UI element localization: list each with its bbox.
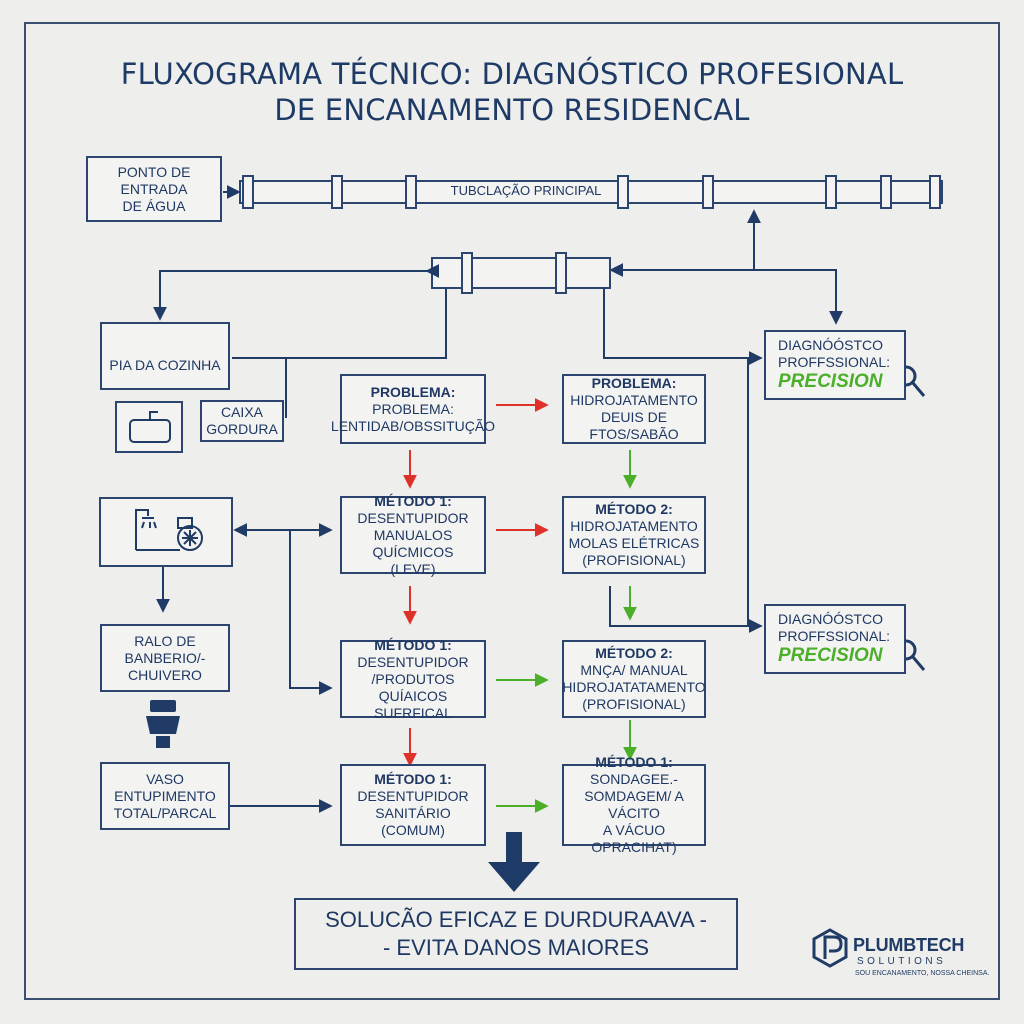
method-r2-line-4: (PROFISIONAL) [582, 696, 686, 712]
page-title: FLUXOGRAMA TÉCNICO: DIAGNÓSTICO PROFESIO… [100, 56, 924, 128]
method-r1-line-4: (PROFISIONAL) [582, 552, 686, 568]
diag1-precision: PRECISION [778, 371, 883, 392]
toilet-line-1: VASO [146, 770, 184, 787]
solution-line-1: SOLUCÃO EFICAZ E DURDURAAVA - [325, 907, 707, 932]
sink-icon [129, 411, 171, 443]
logo-p-icon [812, 928, 848, 968]
method-r3-line-4: A VÁCUO OPRACIHAT) [591, 822, 677, 855]
entry-line-1: PONTO DE [117, 163, 191, 180]
diag2-line-2: PROFFSSIONAL: [778, 628, 891, 644]
problem-box-right: PROBLEMA: HIDROJATAMENTO DEUIS DE FTOS/S… [562, 374, 706, 444]
solution-line-2: - EVITA DANOS MAIORES [382, 935, 650, 960]
problem-right-line-2: HIDROJATAMENTO [570, 392, 698, 408]
method-r2-line-1: MÉTODO 2: [595, 645, 673, 661]
entry-line-2: ENTRADA [120, 180, 188, 197]
drain-line-3: CHUIVERO [128, 666, 202, 683]
method-r2-line-3: HIDROJATATAMENTO [562, 679, 706, 695]
method-l2-line-2: DESENTUPIDOR [357, 653, 469, 670]
toilet-box: VASO ENTUPIMENTO TOTAL/PARCAL [100, 762, 230, 830]
method-l1-line-4: (LEVE) [390, 560, 436, 577]
method-r1-line-2: HIDROJATAMENTO [570, 518, 698, 534]
method-l3-line-4: (COMUM) [381, 822, 445, 838]
main-pipe-label: TUBCLAÇÃO PRINCIPAL [450, 183, 602, 198]
water-entry-box: PONTO DE ENTRADA DE ÁGUA [86, 156, 222, 222]
diag1-line-2: PROFFSSIONAL: [778, 354, 891, 370]
diag1-line-1: DIAGNÓÓSTCO [778, 337, 884, 353]
outer-frame [24, 22, 1000, 1000]
method-l3-line-1: MÉTODO 1: [374, 771, 452, 787]
branch-pipe [431, 252, 611, 294]
method-box-left-2: MÉTODO 1: DESENTUPIDOR /PRODUTOS QUÍAICO… [340, 636, 486, 721]
drain-line-2: BANBERIO/- [124, 649, 206, 666]
kitchen-sink-box: PIA DA COZINHA [100, 322, 230, 390]
green-arrows [496, 450, 637, 813]
method-box-left-3: MÉTODO 1: DESENTUPIDOR SANITÁRIO (COMUM) [340, 764, 486, 846]
method-box-right-1: MÉTODO 2: HIDROJATAMENTO MOLAS ELÉTRICAS… [562, 496, 706, 574]
solution-box: SOLUCÃO EFICAZ E DURDURAAVA - - EVITA DA… [294, 898, 738, 970]
grease-line-1: CAIXA [220, 404, 263, 420]
diag2-precision: PRECISION [778, 645, 883, 666]
branch-lines [153, 209, 843, 813]
method-l2-line-4: SUFRFICAL [374, 704, 452, 721]
method-l1-line-3: MANUALOS QUÍCMICOS [372, 526, 454, 560]
method-r2-line-2: MNÇA/ MANUAL [580, 662, 688, 678]
toilet-line-2: ENTUPIMENTO [114, 787, 216, 804]
kitchen-label: PIA DA COZINHA [109, 357, 221, 373]
main-pipe [239, 175, 943, 209]
diag2-line-1: DIAGNÓÓSTCO [778, 611, 884, 627]
method-r3-line-1: MÉTODO 1: [595, 754, 673, 770]
logo-subtitle: SOLUTIONS [857, 956, 947, 967]
diagnostic-box-1: DIAGNÓÓSTCO PROFFSSIONAL: PRECISION [764, 330, 906, 400]
method-l3-line-3: SANITÁRIO [375, 805, 451, 821]
method-r1-line-1: MÉTODO 2: [595, 501, 673, 517]
sink-box [115, 401, 183, 453]
drain-icon [177, 525, 203, 551]
grease-trap-box: CAIXA GORDURA [200, 400, 284, 442]
method-r1-line-3: MOLAS ELÉTRICAS [568, 535, 700, 551]
method-l2-line-1: MÉTODO 1: [374, 636, 452, 653]
method-l1-line-2: DESENTUPIDOR [357, 509, 469, 526]
method-box-left-1: MÉTODO 1: DESENTUPIDOR MANUALOS QUÍCMICO… [340, 492, 486, 577]
method-box-right-3: MÉTODO 1: SONDAGEE.- SOMDAGEM/ A VÁCITO … [562, 754, 706, 855]
shower-drain-box: RALO DE BANBERIO/- CHUIVERO [100, 624, 230, 692]
down-arrow-icon [488, 832, 540, 892]
title-line-1: FLUXOGRAMA TÉCNICO: DIAGNÓSTICO PROFESIO… [120, 57, 904, 91]
problem-left-line-2: PROBLEMA: [372, 400, 454, 417]
title-line-2: DE ENCANAMENTO RESIDENCAL [274, 93, 750, 127]
method-box-right-2: MÉTODO 2: MNÇA/ MANUAL HIDROJATATAMENTO … [562, 640, 706, 718]
red-arrows [403, 398, 549, 767]
diagnostic-box-2: DIAGNÓÓSTCO PROFFSSIONAL: PRECISION [764, 604, 906, 674]
logo-tagline: SOU ENCANAMENTO, NOSSA CHEINSA. [855, 970, 990, 977]
logo-name: PLUMBTECH [853, 935, 965, 955]
method-l1-line-1: MÉTODO 1: [374, 492, 452, 509]
method-l3-line-2: DESENTUPIDOR [357, 788, 469, 804]
method-r3-line-2: SONDAGEE.- [590, 771, 678, 787]
problem-left-line-3: LENTIDAB/OBSSITUÇÃO [330, 417, 496, 434]
problem-box-left: PROBLEMA: PROBLEMA: LENTIDAB/OBSSITUÇÃO [331, 374, 495, 444]
shower-box [99, 497, 233, 567]
toilet-icon [146, 700, 180, 748]
problem-right-line-1: PROBLEMA: [591, 375, 677, 391]
problem-left-line-1: PROBLEMA: [370, 383, 456, 400]
entry-line-3: DE ÁGUA [122, 197, 186, 214]
problem-right-line-3: DEUIS DE FTOS/SABÃO [589, 409, 679, 442]
grease-line-2: GORDURA [206, 421, 278, 437]
toilet-line-3: TOTAL/PARCAL [113, 804, 217, 821]
method-r3-line-3: SOMDAGEM/ A VÁCITO [584, 788, 684, 821]
method-l2-line-3: /PRODUTOS QUÍAICOS [371, 670, 455, 704]
drain-line-1: RALO DE [134, 632, 196, 649]
